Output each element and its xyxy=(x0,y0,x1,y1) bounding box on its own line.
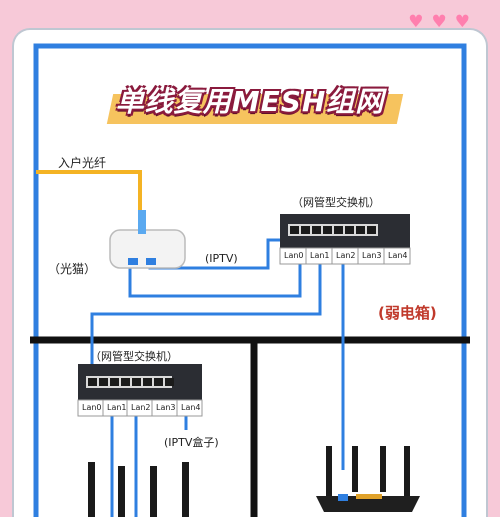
port-label: Lan1 xyxy=(107,403,127,412)
port-label: Lan1 xyxy=(310,251,330,260)
port-label: Lan4 xyxy=(388,251,408,260)
hearts-decoration: ♥ ♥ ♥ xyxy=(408,14,470,31)
house-outline xyxy=(33,43,467,517)
cable-lan1-down xyxy=(90,258,322,372)
iptv-link-label: (IPTV) xyxy=(205,252,238,265)
heart-icon: ♥ xyxy=(408,12,424,32)
port-label: Lan4 xyxy=(181,403,201,412)
port-label: Lan0 xyxy=(284,251,304,260)
iptv-box-label: (IPTV盒子) xyxy=(164,436,219,449)
switch-bottom-label: （网管型交换机） xyxy=(90,350,178,363)
port-label: Lan2 xyxy=(336,251,356,260)
fiber-line xyxy=(36,170,142,220)
heart-icon: ♥ xyxy=(431,12,447,32)
port-label: Lan0 xyxy=(82,403,102,412)
switch-top-label: （网管型交换机） xyxy=(292,196,380,209)
router-right xyxy=(316,446,420,512)
port-label: Lan3 xyxy=(362,251,382,260)
switch-top xyxy=(279,214,411,265)
heart-icon: ♥ xyxy=(454,12,470,32)
fiber-label: 入户光纤 xyxy=(58,156,107,170)
optical-modem xyxy=(109,210,186,269)
page-title: 单线复用MESH组网 xyxy=(115,85,385,118)
weak-box-label: (弱电箱) xyxy=(378,304,437,322)
router-left xyxy=(88,462,189,517)
port-label: Lan3 xyxy=(156,403,176,412)
switch-bottom xyxy=(77,364,203,417)
modem-label: （光猫） xyxy=(48,262,97,276)
port-label: Lan2 xyxy=(131,403,151,412)
title-banner: 单线复用MESH组网 xyxy=(100,78,404,124)
